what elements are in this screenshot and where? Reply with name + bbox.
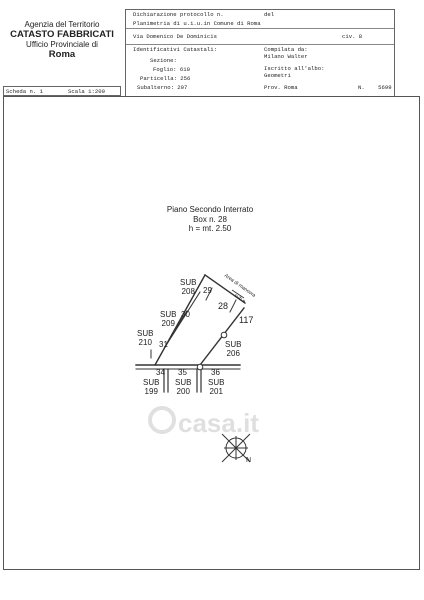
registration-number: N. 5699 xyxy=(358,84,392,91)
subalterno-value: Subalterno: 207 xyxy=(137,84,188,91)
label-29: 29 xyxy=(203,286,212,295)
label-36: 36 xyxy=(211,368,220,377)
north-label: N xyxy=(246,457,252,464)
plan-wall xyxy=(154,274,206,366)
label-sub-208: SUB 208 xyxy=(180,278,197,296)
label-sub-206: SUB 206 xyxy=(225,340,242,358)
ceiling-height: h = mt. 2.50 xyxy=(188,224,232,233)
address-text: Via Domenico De Dominicis xyxy=(133,33,217,40)
drawing-frame xyxy=(3,96,420,570)
box-number: Box n. 28 xyxy=(193,214,227,224)
protocol-label: Dichiarazione protocollo n. xyxy=(133,11,224,18)
label-35: 35 xyxy=(178,368,187,377)
plan-wall xyxy=(229,299,237,313)
agency-name: Agenzia del Territorio xyxy=(24,20,100,29)
protocol-del: del xyxy=(264,11,275,18)
watermark-logo xyxy=(148,406,176,434)
albo-value: Geometri xyxy=(264,72,291,79)
label-box-28: 28 xyxy=(218,301,229,311)
label-sub-199: SUB 199 xyxy=(143,378,160,396)
cadastral-title: Identificativi Catastali: xyxy=(133,46,217,53)
pillar xyxy=(196,363,204,371)
plan-wall xyxy=(167,332,174,343)
foglio-value: Foglio: 610 xyxy=(153,66,190,73)
office-city: Roma xyxy=(48,49,76,60)
label-117: 117 xyxy=(239,315,254,325)
label-sub-210: SUB 210 xyxy=(137,329,154,347)
compiled-name: Milano Walter xyxy=(264,53,308,60)
label-sub-209: SUB 209 xyxy=(160,310,177,328)
planimetry-text: Planimetria di u.i.u.in Comune di Roma xyxy=(133,20,261,27)
particella-value: Particella: 256 xyxy=(140,75,191,82)
scale-label: Scala 1:200 xyxy=(68,88,105,95)
label-sub-200: SUB 200 xyxy=(175,378,192,396)
label-31: 31 xyxy=(159,340,168,349)
civic-number: civ. 8 xyxy=(342,33,363,40)
catasto-title: CATASTO FABBRICATI xyxy=(10,29,114,40)
label-34: 34 xyxy=(156,368,165,377)
watermark-text: casa.it xyxy=(178,408,259,438)
plan-wall xyxy=(174,310,188,331)
plan-wall xyxy=(204,274,246,304)
province-label: Prov. Roma xyxy=(264,84,298,91)
label-sub-201: SUB 201 xyxy=(208,378,225,396)
label-30: 30 xyxy=(181,310,190,319)
sezione-label: Sezione: xyxy=(150,57,177,64)
pillar xyxy=(220,331,228,339)
plan-wall xyxy=(231,289,245,299)
compiled-label: Compilata da: xyxy=(264,46,308,53)
plan-wall xyxy=(205,287,213,301)
north-arrow xyxy=(221,433,251,463)
sheet-bar: Scheda n. 1 Scala 1:200 xyxy=(3,86,121,96)
agency-block: Agenzia del Territorio CATASTO FABBRICAT… xyxy=(8,20,116,60)
albo-label: Iscritto all'albo: xyxy=(264,65,325,72)
office-label: Ufficio Provinciale di xyxy=(26,40,98,49)
floor-caption: Piano Secondo Interrato Box n. 28 h = mt… xyxy=(150,205,270,234)
scheda-number: Scheda n. 1 xyxy=(6,88,43,95)
floor-level: Piano Secondo Interrato xyxy=(166,205,254,214)
